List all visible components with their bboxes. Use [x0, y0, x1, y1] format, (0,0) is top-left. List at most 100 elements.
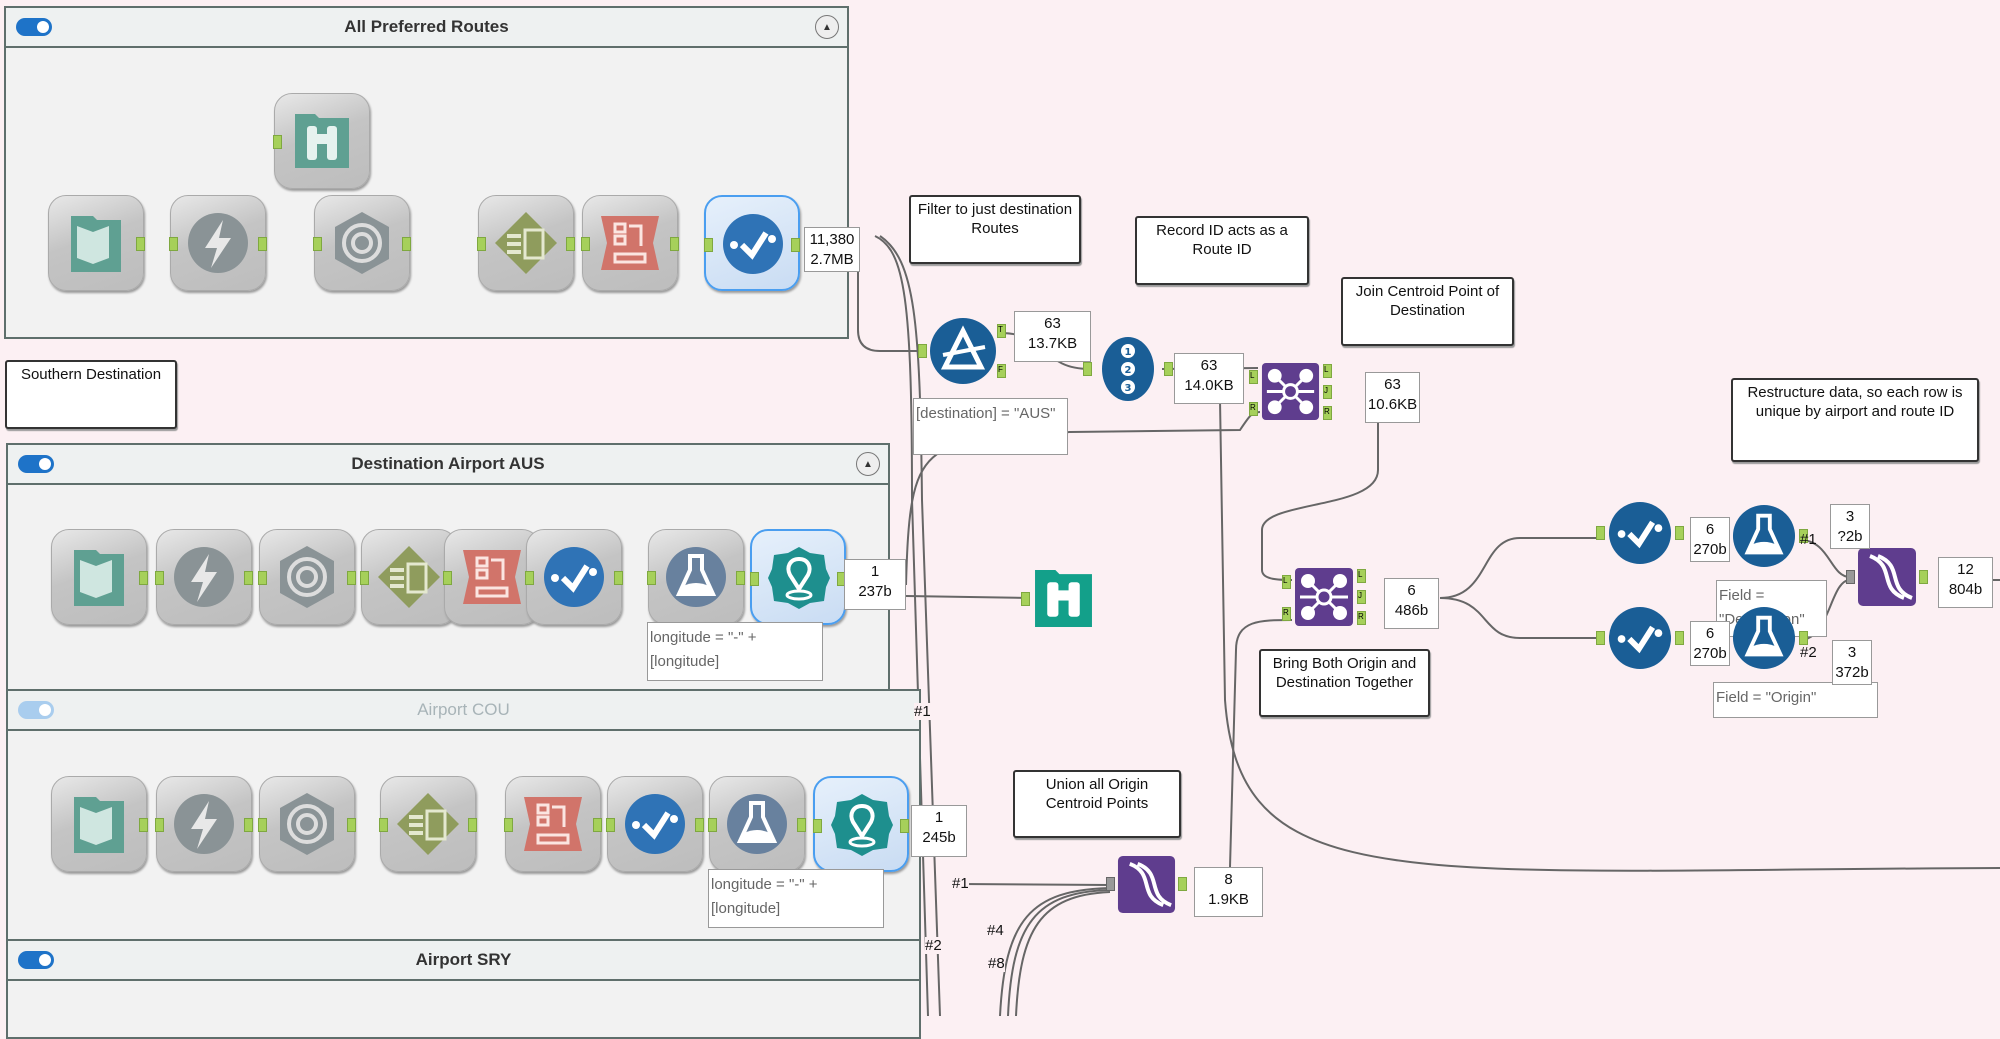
- output-port[interactable]: [1178, 877, 1187, 891]
- transform-red-tool[interactable]: [581, 195, 679, 291]
- transform-red-tool[interactable]: [504, 776, 602, 872]
- collapse-up-icon[interactable]: ▲: [815, 15, 839, 39]
- output-port[interactable]: [695, 818, 704, 832]
- input-port[interactable]: [581, 237, 590, 251]
- join-output-port[interactable]: J: [1323, 385, 1332, 399]
- right-input-port[interactable]: R: [1282, 607, 1291, 621]
- union-tool-restructure[interactable]: [1846, 546, 1928, 608]
- output-port[interactable]: [347, 571, 356, 585]
- select-check-tool[interactable]: [525, 529, 623, 625]
- input-port[interactable]: [258, 818, 267, 832]
- input-port[interactable]: [169, 237, 178, 251]
- input-port[interactable]: [313, 237, 322, 251]
- container-header[interactable]: Destination Airport AUS: [8, 445, 888, 485]
- map-pin-tool[interactable]: [813, 776, 909, 872]
- false-output-port[interactable]: F: [997, 364, 1006, 378]
- output-port[interactable]: [139, 818, 148, 832]
- output-port[interactable]: [614, 571, 623, 585]
- input-port[interactable]: [1106, 877, 1115, 891]
- formula-flask-tool[interactable]: [708, 776, 806, 872]
- input-port[interactable]: [155, 818, 164, 832]
- filter-tool[interactable]: T F: [918, 317, 1006, 385]
- unique-swirl-tool[interactable]: [258, 529, 356, 625]
- formula-flask-tool[interactable]: [647, 529, 745, 625]
- left-output-port[interactable]: L: [1357, 569, 1366, 583]
- left-input-port[interactable]: L: [1282, 575, 1291, 589]
- input-port[interactable]: [258, 571, 267, 585]
- input-port[interactable]: [750, 572, 759, 586]
- output-port[interactable]: [347, 818, 356, 832]
- input-port[interactable]: [918, 344, 927, 358]
- output-port[interactable]: [139, 571, 148, 585]
- comment-union-origin[interactable]: Union all Origin Centroid Points: [1013, 770, 1181, 838]
- output-port[interactable]: [402, 237, 411, 251]
- container-enable-toggle[interactable]: [18, 455, 54, 473]
- input-data-tool[interactable]: [51, 776, 148, 872]
- input-data-tool[interactable]: [48, 195, 145, 291]
- container-header[interactable]: Airport SRY: [8, 941, 919, 981]
- output-port[interactable]: [1675, 631, 1684, 645]
- output-port[interactable]: [1919, 570, 1928, 584]
- output-port[interactable]: [468, 818, 477, 832]
- input-port[interactable]: [1596, 631, 1605, 645]
- output-port[interactable]: [258, 237, 267, 251]
- join-output-port[interactable]: J: [1357, 590, 1366, 604]
- input-port[interactable]: [273, 135, 282, 149]
- output-port[interactable]: [1799, 631, 1808, 645]
- left-output-port[interactable]: L: [1323, 364, 1332, 378]
- union-tool-origin[interactable]: [1106, 853, 1187, 916]
- output-port[interactable]: [593, 818, 602, 832]
- transform-red-tool[interactable]: [443, 529, 541, 625]
- select-tool-b[interactable]: [1596, 606, 1684, 670]
- input-port[interactable]: [704, 238, 713, 252]
- container-enable-toggle[interactable]: [18, 701, 54, 719]
- output-port[interactable]: [244, 818, 253, 832]
- output-port[interactable]: [670, 237, 679, 251]
- left-input-port[interactable]: L: [1249, 370, 1258, 384]
- formula-tool-b[interactable]: [1732, 606, 1808, 670]
- input-port[interactable]: [708, 818, 717, 832]
- comment-join-centroid[interactable]: Join Centroid Point of Destination: [1341, 277, 1514, 346]
- comment-bring-both[interactable]: Bring Both Origin and Destination Togeth…: [1259, 649, 1430, 717]
- output-port[interactable]: [1675, 526, 1684, 540]
- dynamic-bolt-tool[interactable]: [155, 776, 253, 872]
- table-hex-tool[interactable]: [360, 529, 458, 625]
- container-header[interactable]: Airport COU: [8, 691, 919, 731]
- input-port[interactable]: [1596, 526, 1605, 540]
- output-port[interactable]: [1164, 362, 1173, 376]
- collapse-up-icon[interactable]: ▲: [856, 452, 880, 476]
- comment-restructure[interactable]: Restructure data, so each row is unique …: [1731, 378, 1979, 462]
- select-tool-a[interactable]: [1596, 501, 1684, 565]
- input-port[interactable]: [443, 571, 452, 585]
- comment-filter[interactable]: Filter to just destination Routes: [909, 195, 1081, 264]
- output-port[interactable]: [1799, 529, 1808, 543]
- select-check-tool[interactable]: [704, 195, 800, 291]
- browse-tool[interactable]: [273, 93, 370, 189]
- right-input-port[interactable]: R: [1249, 402, 1258, 416]
- output-port[interactable]: [736, 571, 745, 585]
- input-data-tool[interactable]: [51, 529, 148, 625]
- output-port[interactable]: [797, 818, 806, 832]
- input-port[interactable]: [477, 237, 486, 251]
- right-output-port[interactable]: R: [1323, 406, 1332, 420]
- output-port[interactable]: [136, 237, 145, 251]
- output-port[interactable]: [566, 237, 575, 251]
- comment-southern-destination[interactable]: Southern Destination: [5, 360, 177, 429]
- input-port[interactable]: [504, 818, 513, 832]
- select-check-tool[interactable]: [606, 776, 704, 872]
- input-port[interactable]: [1021, 592, 1030, 606]
- browse-tool[interactable]: [1021, 568, 1094, 629]
- table-hex-tool[interactable]: [379, 776, 477, 872]
- container-enable-toggle[interactable]: [16, 18, 52, 36]
- input-port[interactable]: [813, 819, 822, 833]
- table-hex-tool[interactable]: [477, 195, 575, 291]
- unique-swirl-tool[interactable]: [313, 195, 411, 291]
- container-enable-toggle[interactable]: [18, 951, 54, 969]
- unique-swirl-tool[interactable]: [258, 776, 356, 872]
- right-output-port[interactable]: R: [1357, 611, 1366, 625]
- output-port[interactable]: [244, 571, 253, 585]
- output-port[interactable]: [900, 819, 909, 833]
- map-pin-tool[interactable]: [750, 529, 846, 625]
